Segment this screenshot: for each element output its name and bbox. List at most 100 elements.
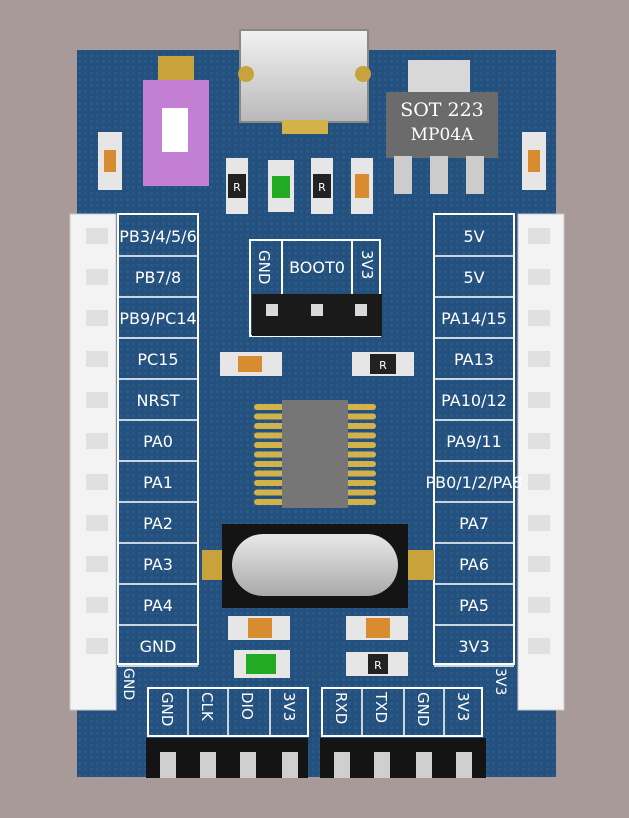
left-pin-slot bbox=[86, 351, 108, 367]
chip-pin bbox=[342, 451, 376, 458]
smd-resistor: R bbox=[311, 158, 333, 214]
microcontroller-chip bbox=[254, 400, 376, 508]
right-pin-slot bbox=[528, 392, 550, 408]
header-pin bbox=[240, 752, 256, 778]
crystal-oscillator bbox=[202, 524, 434, 608]
right-pin-label: PA7 bbox=[459, 514, 489, 533]
regulator-line2: MP04A bbox=[411, 125, 474, 145]
left-pin-label: PA4 bbox=[143, 596, 173, 615]
chip-pin bbox=[342, 423, 376, 429]
right-pin-slot bbox=[528, 310, 550, 326]
left-header-outline bbox=[117, 213, 199, 665]
header-pin bbox=[282, 752, 298, 778]
smd-capacitor bbox=[522, 132, 546, 190]
right-pin-slot bbox=[528, 556, 550, 572]
chip-pin bbox=[254, 404, 288, 410]
smd-resistor: R bbox=[226, 158, 248, 214]
uart-pin-label: TXD bbox=[372, 691, 390, 723]
header-pin bbox=[416, 752, 432, 778]
left-pin-slot bbox=[86, 515, 108, 531]
chip-pin bbox=[254, 423, 288, 429]
resistor-mark: R bbox=[379, 359, 387, 372]
right-pin-label: PA13 bbox=[454, 350, 494, 369]
swd-pin-label: CLK bbox=[198, 692, 216, 722]
chip-pin bbox=[342, 470, 376, 477]
left-pin-label: PA3 bbox=[143, 555, 173, 574]
right-pin-slot bbox=[528, 515, 550, 531]
right-pin-slot bbox=[528, 474, 550, 490]
chip-pin bbox=[342, 413, 376, 420]
left-pin-slot bbox=[86, 474, 108, 490]
chip-pin bbox=[254, 461, 288, 467]
right-pin-connector bbox=[517, 213, 565, 711]
boot-3v3-label: 3V3 bbox=[358, 250, 376, 279]
left-pin-slot bbox=[86, 556, 108, 572]
boot-boot0-label: BOOT0 bbox=[289, 258, 345, 277]
left-pin-label: GND bbox=[140, 637, 177, 656]
boot-jumper: GND BOOT0 3V3 bbox=[249, 239, 382, 337]
header-pin bbox=[160, 752, 176, 778]
chip-pin bbox=[254, 451, 288, 458]
uart-pin-label: 3V3 bbox=[454, 692, 472, 721]
smd-capacitor bbox=[346, 616, 408, 640]
smd-capacitor bbox=[220, 352, 282, 376]
right-pin-label: PA14/15 bbox=[441, 309, 507, 328]
chip-pin bbox=[254, 470, 288, 477]
right-pin-slot bbox=[528, 433, 550, 449]
swd-pin-label: 3V3 bbox=[280, 692, 298, 721]
left-pin-slot bbox=[86, 392, 108, 408]
chip-pin bbox=[342, 461, 376, 467]
corner-left-label: GND bbox=[120, 668, 136, 700]
left-pin-label: PB7/8 bbox=[135, 268, 181, 287]
regulator-line1: SOT 223 bbox=[400, 99, 484, 121]
smd-capacitor bbox=[98, 132, 122, 190]
resistor-mark: R bbox=[374, 659, 382, 672]
left-pin-slot bbox=[86, 310, 108, 326]
header-pin bbox=[456, 752, 472, 778]
left-pin-label: NRST bbox=[136, 391, 179, 410]
slide-switch bbox=[143, 56, 209, 186]
uart-pin-label: RXD bbox=[332, 692, 350, 724]
right-pin-label: PA6 bbox=[459, 555, 489, 574]
chip-pin bbox=[342, 499, 376, 505]
left-pin-slot bbox=[86, 638, 108, 654]
right-pin-label: PA5 bbox=[459, 596, 489, 615]
chip-pin bbox=[254, 442, 288, 448]
uart-pin-label: GND bbox=[414, 692, 432, 726]
right-pin-label: PA10/12 bbox=[441, 391, 507, 410]
right-pin-slot bbox=[528, 597, 550, 613]
swd-pin-label: DIO bbox=[238, 692, 256, 720]
smd-resistor: R bbox=[346, 652, 408, 676]
right-pin-label: 3V3 bbox=[458, 637, 489, 656]
right-pin-label: 5V bbox=[463, 227, 484, 246]
header-pin bbox=[374, 752, 390, 778]
left-pin-label: PA0 bbox=[143, 432, 173, 451]
chip-pin bbox=[342, 404, 376, 410]
chip-pin bbox=[342, 480, 376, 486]
chip-pin bbox=[254, 489, 288, 496]
smd-resistor: R bbox=[352, 352, 414, 376]
left-pin-slot bbox=[86, 597, 108, 613]
left-pin-connector bbox=[69, 213, 117, 711]
right-pin-label: PB0/1/2/PA8 bbox=[425, 473, 522, 492]
left-pin-label: PC15 bbox=[137, 350, 178, 369]
left-pin-label: PB9/PC14 bbox=[119, 309, 196, 328]
resistor-mark: R bbox=[318, 181, 326, 194]
left-pin-slot bbox=[86, 433, 108, 449]
smd-capacitor bbox=[228, 616, 290, 640]
right-pin-slot bbox=[528, 228, 550, 244]
left-pin-label: PA1 bbox=[143, 473, 173, 492]
chip-pin bbox=[342, 432, 376, 439]
corner-right-label: 3V3 bbox=[492, 668, 508, 695]
right-pin-label: 5V bbox=[463, 268, 484, 287]
left-pin-label: PA2 bbox=[143, 514, 173, 533]
regulator-sot223: SOT 223 MP04A bbox=[386, 60, 498, 194]
right-header-outline bbox=[433, 213, 515, 665]
right-pin-slot bbox=[528, 351, 550, 367]
left-pin-label: PB3/4/5/6 bbox=[119, 227, 197, 246]
smd-capacitor bbox=[351, 158, 373, 214]
header-pin bbox=[334, 752, 350, 778]
chip-pin bbox=[254, 413, 288, 420]
left-pin-slot bbox=[86, 228, 108, 244]
